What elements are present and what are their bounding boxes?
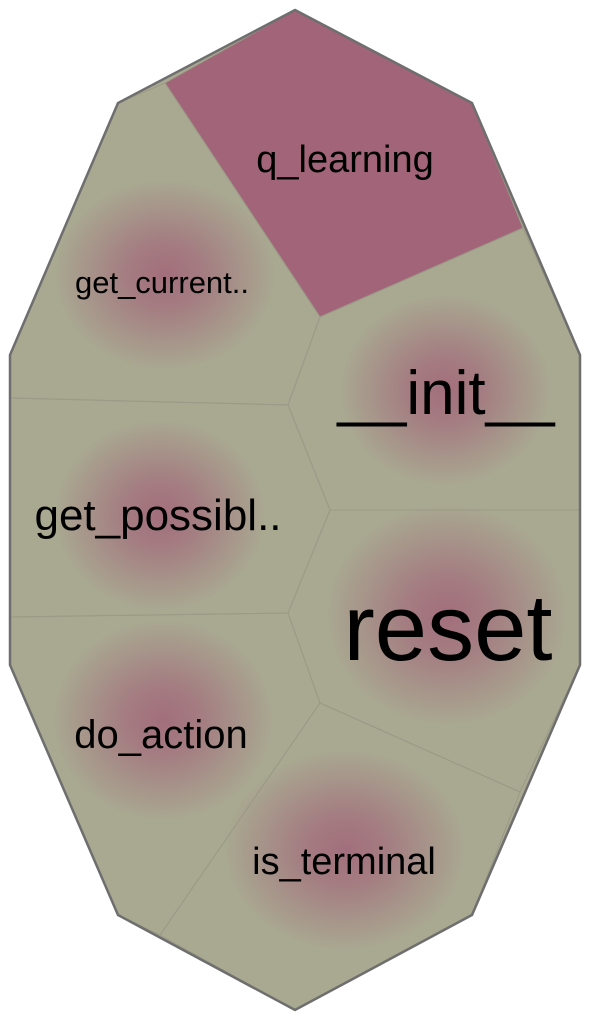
cell-get-current-glow — [55, 180, 275, 370]
cell-init-glow — [340, 295, 550, 485]
cell-label-do-action: do_action — [74, 713, 247, 757]
cell-is-terminal-glow — [225, 750, 465, 950]
cell-label-q-learning: q_learning — [256, 139, 433, 181]
cell-label-is-terminal: is_terminal — [252, 841, 436, 883]
cell-do-action-glow — [53, 620, 273, 820]
cell-label-get-possible: get_possibl.. — [34, 491, 281, 540]
cell-label-reset: reset — [344, 575, 553, 680]
cell-get-possible-glow — [55, 420, 265, 610]
cell-label-get-current: get_current.. — [75, 265, 249, 300]
cell-reset-glow — [327, 505, 567, 725]
cell-label-init: __init__ — [336, 359, 556, 428]
outer-boundary — [8, 8, 582, 1012]
